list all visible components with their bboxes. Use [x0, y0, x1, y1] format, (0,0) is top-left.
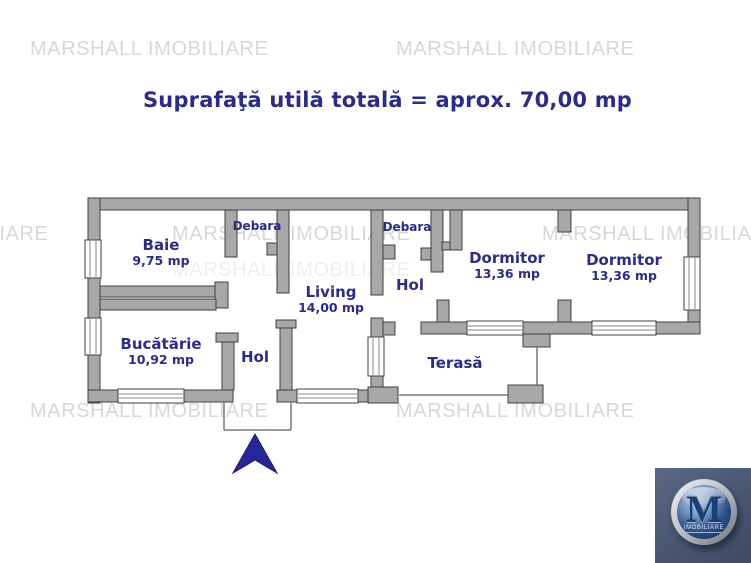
watermark: MARSHALL IMOBILIARE	[396, 38, 635, 60]
window	[296, 388, 359, 404]
room-label-hol-upper: Hol	[396, 277, 424, 294]
watermark: MARSHALL IMOBILIARE	[30, 400, 269, 422]
room-name: Hol	[240, 348, 270, 366]
wall-segment	[430, 209, 444, 273]
window	[84, 239, 102, 279]
room-name: Terasă	[427, 354, 483, 372]
wall-segment	[275, 319, 297, 329]
room-name: Dormitor	[586, 251, 662, 269]
total-area-title: Suprafaţă utilă totală = aprox. 70,00 mp	[142, 88, 633, 112]
watermark: MARSHALL IMOBILIARE	[0, 223, 49, 245]
window	[117, 388, 185, 404]
company-logo: M IMOBILIARE	[655, 468, 751, 563]
wall-segment	[99, 298, 217, 311]
room-area: 14,00 mp	[298, 300, 364, 315]
wall-segment	[87, 197, 701, 211]
wall-segment	[382, 244, 396, 260]
wall-segment	[420, 247, 432, 261]
room-label-dormitor-1: Dormitor 13,36 mp	[469, 250, 545, 281]
wall-segment	[522, 333, 551, 348]
wall-segment	[99, 285, 217, 298]
wall-segment	[557, 209, 572, 233]
room-name: Debara	[232, 219, 282, 233]
watermark: MARSHALL IMOBILIARE	[172, 259, 411, 281]
wall-segment	[382, 321, 396, 336]
room-area: 13,36 mp	[474, 266, 540, 281]
entrance-arrow-icon	[231, 432, 279, 475]
wall-segment	[557, 299, 572, 323]
room-label-terasa: Terasă	[428, 355, 483, 372]
room-label-bucatarie: Bucătărie 10,92 mp	[120, 336, 201, 367]
wall-segment	[214, 281, 229, 309]
wall-segment	[436, 299, 450, 323]
logo-badge: M IMOBILIARE	[677, 485, 731, 539]
logo-sphere: M IMOBILIARE	[671, 479, 737, 545]
wall-segment	[279, 319, 293, 391]
room-name: Debara	[382, 220, 432, 234]
logo-letter: M	[686, 488, 722, 531]
room-label-debara-1: Debara	[233, 220, 282, 233]
room-name: Living	[305, 283, 357, 301]
entrance-outline	[223, 402, 292, 431]
wall-segment	[266, 242, 278, 256]
windows	[84, 239, 701, 404]
room-name: Hol	[395, 276, 425, 294]
room-label-hol-entrance: Hol	[241, 349, 269, 366]
wall-segment	[420, 321, 701, 335]
logo-subtext: IMOBILIARE	[683, 524, 725, 533]
watermark: MARSHALL IMOBILIARE	[30, 38, 269, 60]
window	[367, 336, 385, 377]
room-name: Dormitor	[469, 249, 545, 267]
window	[84, 317, 102, 356]
window	[591, 320, 657, 336]
wall-segment	[224, 209, 238, 258]
wall-segment	[370, 209, 384, 296]
room-label-dormitor-2: Dormitor 13,36 mp	[586, 252, 662, 283]
window	[466, 320, 524, 336]
room-area: 10,92 mp	[128, 352, 194, 367]
room-label-debara-2: Debara	[383, 221, 432, 234]
window	[683, 256, 701, 311]
wall-segment	[441, 241, 451, 251]
room-area: 9,75 mp	[132, 253, 190, 268]
wall-segment	[87, 197, 101, 404]
wall-segment	[449, 209, 463, 251]
room-name: Baie	[142, 236, 180, 254]
room-area: 13,36 mp	[591, 268, 657, 283]
wall-segment	[215, 332, 239, 343]
room-name: Bucătărie	[120, 335, 202, 353]
room-label-living: Living 14,00 mp	[298, 284, 364, 315]
wall-segment	[507, 384, 544, 404]
terrace-outline	[399, 347, 538, 396]
watermark: MARSHALL IMOBILIARE	[396, 400, 635, 422]
room-label-baie: Baie 9,75 mp	[132, 237, 189, 268]
wall-segment	[367, 386, 399, 404]
